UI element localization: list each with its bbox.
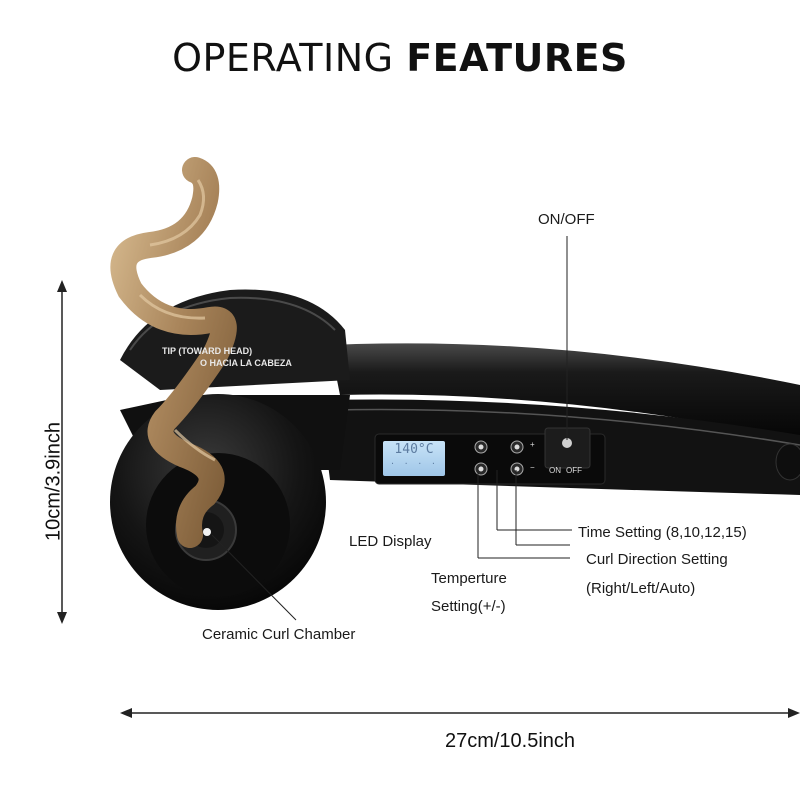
off-label: OFF	[566, 466, 582, 475]
on-label: ON	[549, 466, 561, 475]
callout-temperature-1: Temperture	[431, 570, 507, 587]
callout-ceramic-chamber: Ceramic Curl Chamber	[202, 626, 356, 643]
callout-led-display: LED Display	[349, 533, 432, 550]
led-display: 140°C · · · ·	[383, 441, 445, 476]
head-print-line-1: TIP (TOWARD HEAD)	[162, 346, 253, 356]
page-title: OPERATING FEATURES	[0, 36, 800, 80]
callout-temperature-2: Setting(+/-)	[431, 598, 506, 615]
plus-sign: +	[530, 440, 535, 449]
upper-handle-arm	[330, 343, 800, 440]
title-part-1: OPERATING	[172, 36, 407, 80]
width-dimension-label: 27cm/10.5inch	[444, 730, 576, 752]
chamber-leader	[211, 534, 297, 621]
title-part-2: FEATURES	[406, 36, 628, 80]
callout-time-setting: Time Setting (8,10,12,15)	[578, 524, 747, 541]
height-dimension-label: 10cm/3.9inch	[42, 422, 65, 541]
callout-curl-direction-2: (Right/Left/Auto)	[586, 580, 696, 597]
head-print-line-2: O HACIA LA CABEZA	[200, 358, 292, 368]
callout-curl-direction-1: Curl Direction Setting	[586, 551, 728, 568]
minus-sign: −	[530, 463, 535, 472]
lcd-reading: 140°C	[394, 442, 434, 457]
callout-on-off: ON/OFF	[538, 211, 595, 228]
